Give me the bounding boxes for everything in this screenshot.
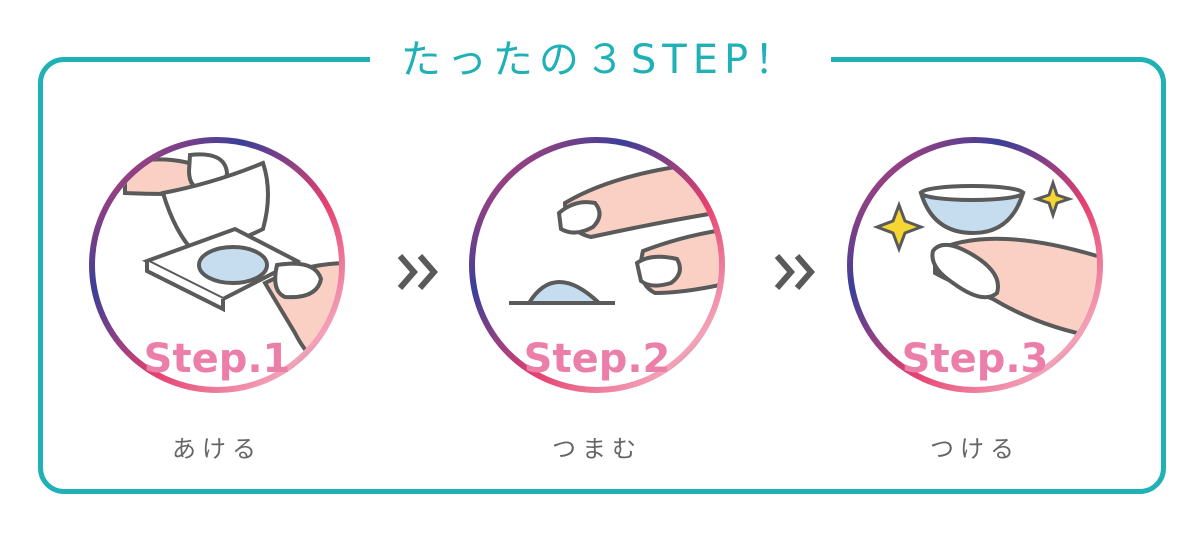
page-title: たったの３STEP！: [400, 37, 801, 83]
pinch-lens-illustration: [469, 137, 725, 393]
step-label-2: Step.2: [523, 336, 671, 382]
title-background: [370, 30, 831, 90]
lens-on-finger-illustration: [847, 137, 1103, 393]
sparkle-icon: [1032, 178, 1074, 220]
double-chevron-right-icon: [397, 254, 438, 290]
step-caption-1: あける: [172, 435, 262, 463]
double-chevron-right-icon: [774, 254, 815, 290]
step-ring-1: [89, 137, 345, 393]
step-ring-2: [469, 137, 725, 393]
sparkle-icon: [872, 200, 926, 254]
step-ring-3: [847, 137, 1103, 393]
step-label-1: Step.1: [143, 336, 291, 382]
step-caption-3: つける: [930, 435, 1020, 463]
step-label-3: Step.3: [901, 336, 1049, 382]
open-package-illustration: [89, 137, 345, 393]
step-caption-2: つまむ: [552, 435, 642, 463]
